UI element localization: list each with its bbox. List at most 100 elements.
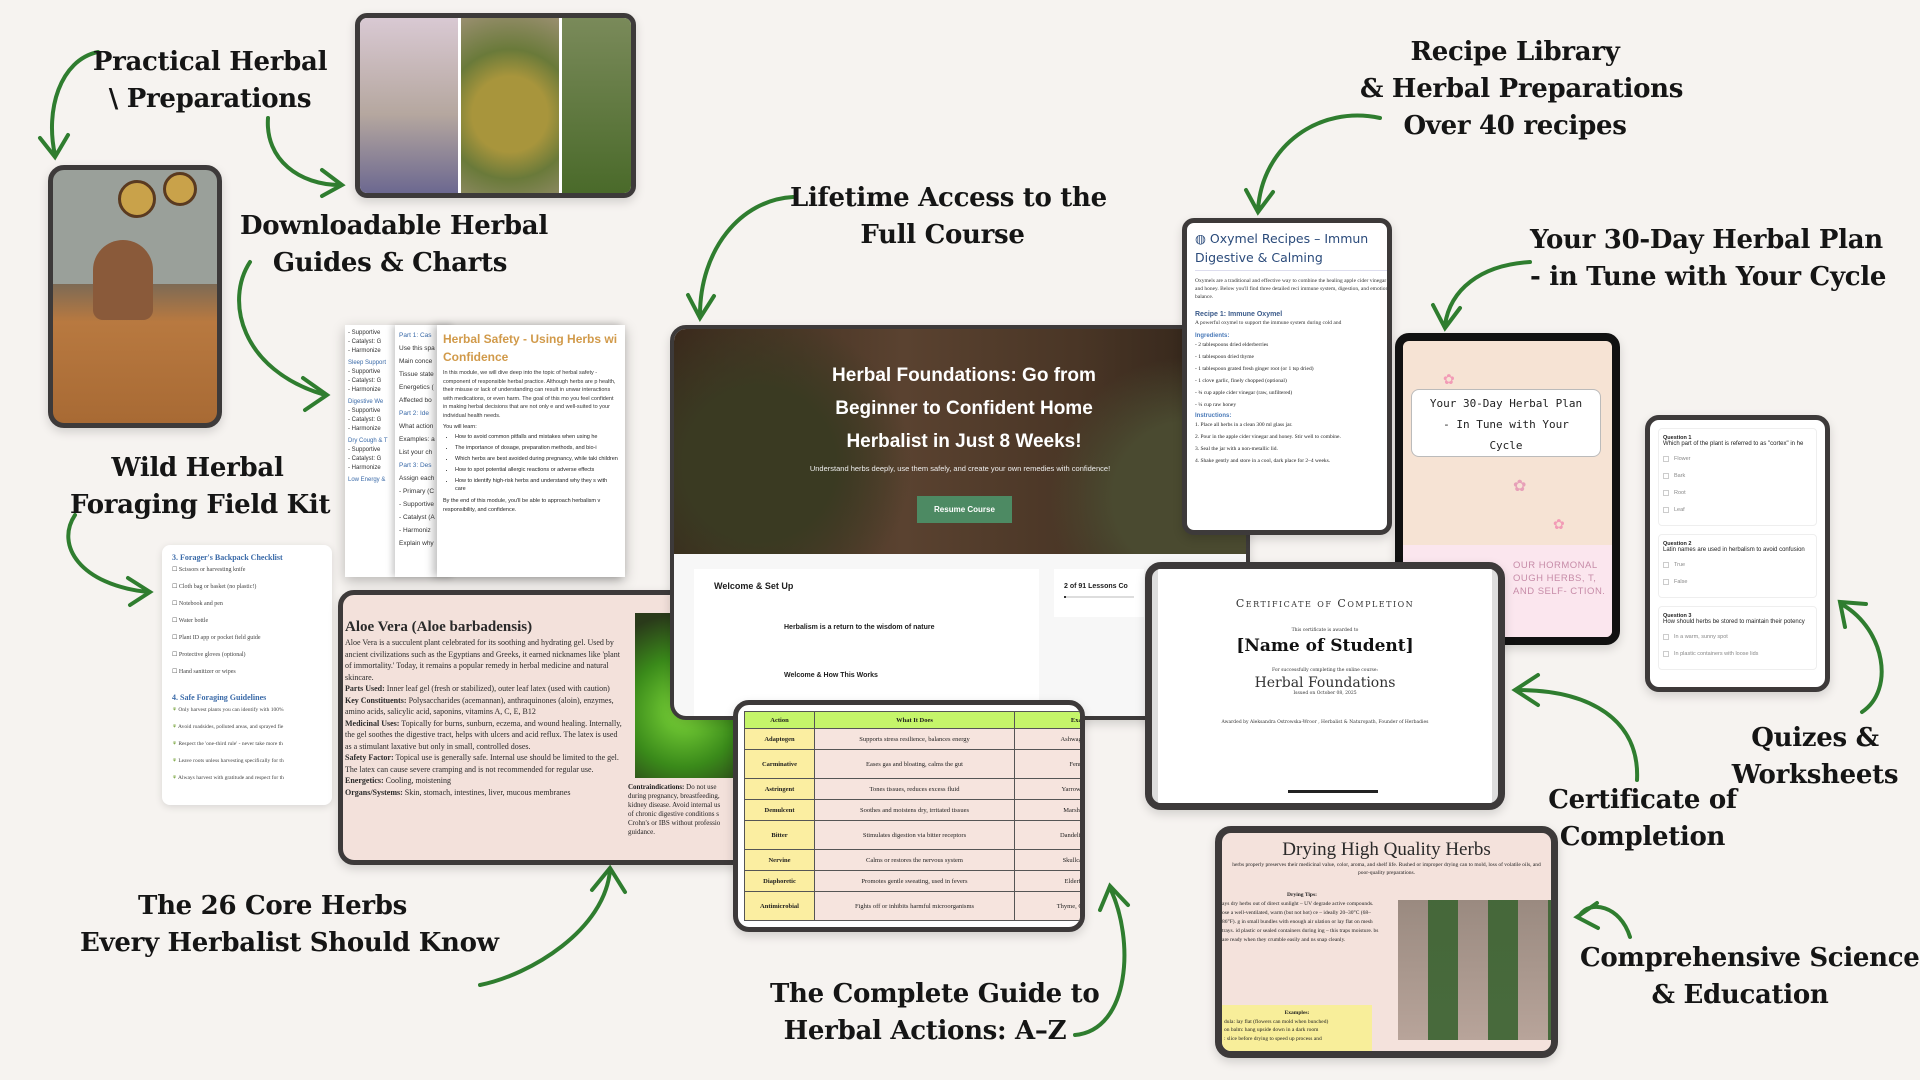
lesson-item[interactable]: Welcome & How This Works [784,672,878,679]
checkbox[interactable] [1663,506,1669,513]
worksheet-line: Affected bo [399,397,432,404]
question-text: Latin names are used in herbalism to avo… [1663,547,1805,553]
aloe-field: Parts Used: Inner leaf gel (fresh or sta… [345,684,610,693]
table-cell: Fights off or inhibits harmful microorga… [814,891,1015,921]
ingredient-item: - ¼ cup raw honey [1195,402,1237,408]
worksheet-line: Main conce [399,358,433,365]
guidelines-title: 4. Safe Foraging Guidelines [172,693,267,702]
instructions-title: Instructions: [1195,413,1232,419]
aloe-contraindications: Contraindications: Do not use during pre… [628,783,721,836]
guide-section-heading: Low Energy & [348,477,386,483]
course-subtitle: Understand herbs deeply, use them safely… [809,464,1111,473]
checklist-item[interactable]: ☐ Scissors or harvesting knife [172,567,246,573]
sprout-icon: ⚘ [172,775,179,781]
resume-course-button[interactable]: Resume Course [917,496,1012,523]
certificate-awarded-by: Awarded by Aleksandra Ostrowska-Wroor , … [1221,720,1429,725]
ingredient-item: - 1 tablespoon dried thyme [1195,354,1254,360]
worksheet-line: Energetics ( [399,384,434,391]
video-preview-tablet[interactable] [48,165,222,428]
checkbox[interactable] [1663,489,1669,496]
lavender-jar-photo [360,18,459,193]
progress-card: 2 of 91 Lessons Co [1054,569,1144,617]
question-text: Which part of the plant is referred to a… [1663,441,1804,447]
answer-option[interactable]: In a warm, sunny spot [1663,629,1812,646]
table-cell: Marshmallo [1014,799,1080,821]
guide-list-item: - Catalyst: G [348,378,382,384]
oxymel-title: ◍ Oxymel Recipes – Immun Digestive & Cal… [1195,229,1387,271]
answer-option[interactable]: Leaf [1663,502,1812,519]
worksheet-line: Tissue state [399,371,434,378]
guide-list-item: - Supportive [348,447,381,453]
checkbox[interactable] [1663,633,1669,640]
checkbox[interactable] [1663,472,1669,479]
question-label: Question 2 [1663,541,1692,547]
checkbox[interactable] [1663,578,1669,585]
worksheet-line: Explain why [399,540,434,547]
wall-plate-image [118,180,156,218]
ingredient-item: - 1 tablespoon grated fresh ginger root … [1195,366,1314,372]
certificate-tablet: Certificate of Completion This certifica… [1145,562,1505,810]
worksheet-line: Part 1: Cas [399,332,432,339]
answer-option[interactable]: Flower [1663,451,1812,468]
table-cell: Yarrow, Rasp [1014,778,1080,800]
worksheet-line: Use this spa [399,345,435,352]
table-cell: Calms or restores the nervous system [814,849,1015,871]
arrow-icon [66,513,154,607]
herbal-safety-intro: In this module, we will dive deep into t… [443,370,616,419]
arrow-icon [265,116,346,198]
aloe-field: Safety Factor: Topical use is generally … [345,753,619,774]
certificate-course: Herbal Foundations [1254,675,1396,691]
checklist-item[interactable]: ☐ Hand sanitizer or wipes [172,669,236,675]
answer-option[interactable]: In plastic containers with loose lids [1663,646,1812,663]
checklist-item[interactable]: ☐ Cloth bag or basket (no plastic!) [172,584,257,590]
guide-list-item: - Catalyst: G [348,339,382,345]
table-cell: Fennel, [1014,749,1080,779]
safety-bullet: How to spot potential allergic reactions… [455,466,619,474]
drying-examples-box: Examples: dula: lay flat (flowers can mo… [1222,1005,1372,1051]
table-cell: Carminative [744,749,815,779]
recipe-description: A powerful oxymel to support the immune … [1195,320,1342,326]
answer-option[interactable]: Root [1663,485,1812,502]
aloe-field: Medicinal Uses: Topically for burns, sun… [345,718,622,751]
checkbox[interactable] [1663,650,1669,657]
checklist-item[interactable]: ☐ Water bottle [172,618,209,624]
safety-bullet: Which herbs are best avoided during preg… [455,455,619,463]
jar-photo [562,18,631,193]
table-cell: Nervine [744,849,815,871]
flower-icon: ✿ [1513,478,1527,495]
checkbox[interactable] [1663,561,1669,568]
checklist-item[interactable]: ☐ Notebook and pen [172,601,223,607]
drying-title: Drying High Quality Herbs [1282,839,1491,860]
answer-option[interactable]: False [1663,574,1812,591]
answer-option[interactable]: Bark [1663,468,1812,485]
label-practical-herbal-preparations: Practical Herbal\ Preparations [92,47,328,114]
checklist-title: 3. Forager's Backpack Checklist [172,553,283,562]
checklist-item[interactable]: ☐ Protective gloves (optional) [172,652,246,658]
oxymel-intro: Oxymels are a traditional and effective … [1195,278,1392,300]
lesson-item[interactable]: Herbalism is a return to the wisdom of n… [784,624,935,631]
flower-icon: ✿ [1553,516,1565,532]
table-header: Action [744,711,815,729]
answer-option[interactable]: True [1663,557,1812,574]
checkbox[interactable] [1663,455,1669,462]
table-cell: Bitter [744,820,815,850]
instruction-item: 4. Shake gently and store in a cool, dar… [1195,458,1331,464]
worksheet-line: - Primary (C [399,488,435,495]
guide-list-item: - Harmonize [348,387,381,393]
aloe-field: Energetics: Cooling, moistening [345,776,451,785]
progress-text: 2 of 91 Lessons Co [1064,583,1128,590]
checklist-item[interactable]: ☐ Plant ID app or pocket field guide [172,635,261,641]
worksheet-line: - Catalyst (A [399,514,435,521]
plan-title: Your 30-Day Herbal Plan - In Tune with Y… [1411,389,1601,457]
table-cell: Stimulates digestion via bitter receptor… [814,820,1015,850]
ingredient-item: - ¾ cup apple cider vinegar (raw, unfilt… [1195,390,1293,396]
certificate-title: Certificate of Completion [1235,597,1415,610]
worksheet-line: - Harmoniz [399,527,431,534]
drying-tips: ays dry herbs out of direct sunlight – U… [1222,901,1379,943]
table-cell: Ashwag Rhod [1014,728,1080,750]
sprout-icon: ⚘ [172,741,179,747]
